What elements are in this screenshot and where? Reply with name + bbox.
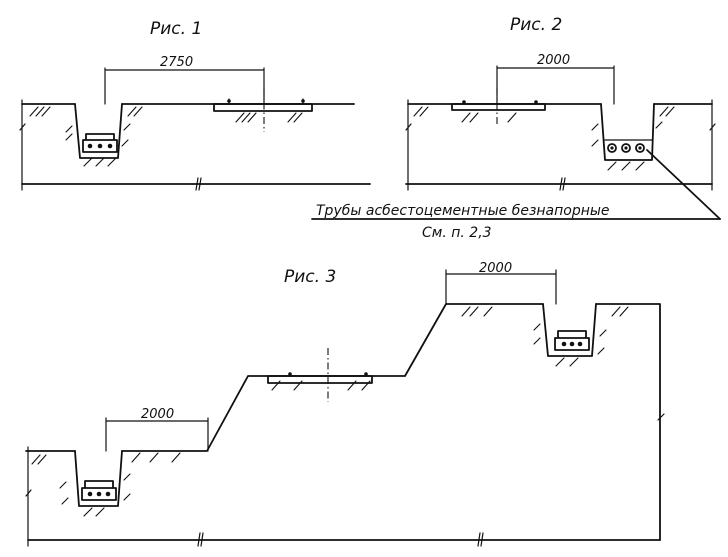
cable-trench	[74, 450, 123, 507]
cable-block	[82, 133, 118, 153]
side-break	[405, 99, 716, 191]
dimension-line	[104, 67, 265, 105]
surface-pipe	[451, 103, 546, 111]
dimension-line	[105, 417, 209, 452]
soil-hatching	[413, 106, 675, 171]
cable-core	[97, 143, 103, 149]
break-mark	[197, 532, 484, 547]
side-break	[19, 99, 26, 191]
dimension-label-left: 2000	[141, 407, 174, 422]
cable-core	[105, 491, 111, 497]
dimension-label: 2750	[160, 55, 193, 70]
pipe-core	[610, 146, 614, 150]
dimension-label-right: 2000	[479, 261, 512, 276]
cable-core	[107, 143, 113, 149]
pipe-core	[624, 146, 628, 150]
figure-2-title: Рис. 2	[510, 15, 562, 35]
dimension-line	[445, 269, 557, 305]
pipe-core	[638, 146, 642, 150]
terrain-profile	[25, 303, 661, 541]
asbestos-pipe	[635, 143, 645, 153]
cable-trench	[600, 103, 655, 161]
cable-core	[577, 341, 583, 347]
cable-block	[81, 480, 117, 501]
cable-core	[569, 341, 575, 347]
pipe-bolt	[301, 99, 305, 103]
dimension-label: 2000	[537, 53, 570, 68]
break-mark	[195, 177, 202, 191]
figure-1-title: Рис. 1	[150, 19, 202, 39]
cable-core	[96, 491, 102, 497]
soil-hatching	[29, 106, 303, 167]
asbestos-pipe	[607, 143, 617, 153]
surface-pipe	[213, 103, 313, 112]
callout-text: Трубы асбестоцементные безнапорные	[316, 203, 610, 219]
pipe-bolt	[288, 372, 292, 376]
cable-core	[561, 341, 567, 347]
cable-trench	[74, 103, 123, 159]
cable-trench	[542, 303, 597, 357]
pipe-bolt	[534, 100, 538, 104]
cable-core	[87, 491, 93, 497]
figure-3-title: Рис. 3	[284, 267, 336, 287]
figure-1: Рис. 1 2750	[19, 19, 371, 191]
asbestos-pipe	[621, 143, 631, 153]
pipe-bolt	[364, 372, 368, 376]
figure-2: Рис. 2 2000	[405, 15, 721, 220]
surface-pipe	[267, 375, 373, 384]
figure-3: Рис. 3 2000 2000	[25, 261, 665, 547]
side-break	[25, 413, 665, 547]
soil-hatching	[31, 306, 629, 517]
callout-reference: См. п. 2,3	[422, 225, 492, 241]
dimension-line	[496, 65, 615, 105]
callout-leader	[646, 149, 721, 220]
cable-block	[554, 330, 590, 351]
pipe-bolt	[227, 99, 231, 103]
pipe-bolt	[462, 100, 466, 104]
break-mark	[559, 177, 566, 191]
pipe-callout: Трубы асбестоцементные безнапорные См. п…	[311, 203, 721, 241]
cable-core	[87, 143, 93, 149]
